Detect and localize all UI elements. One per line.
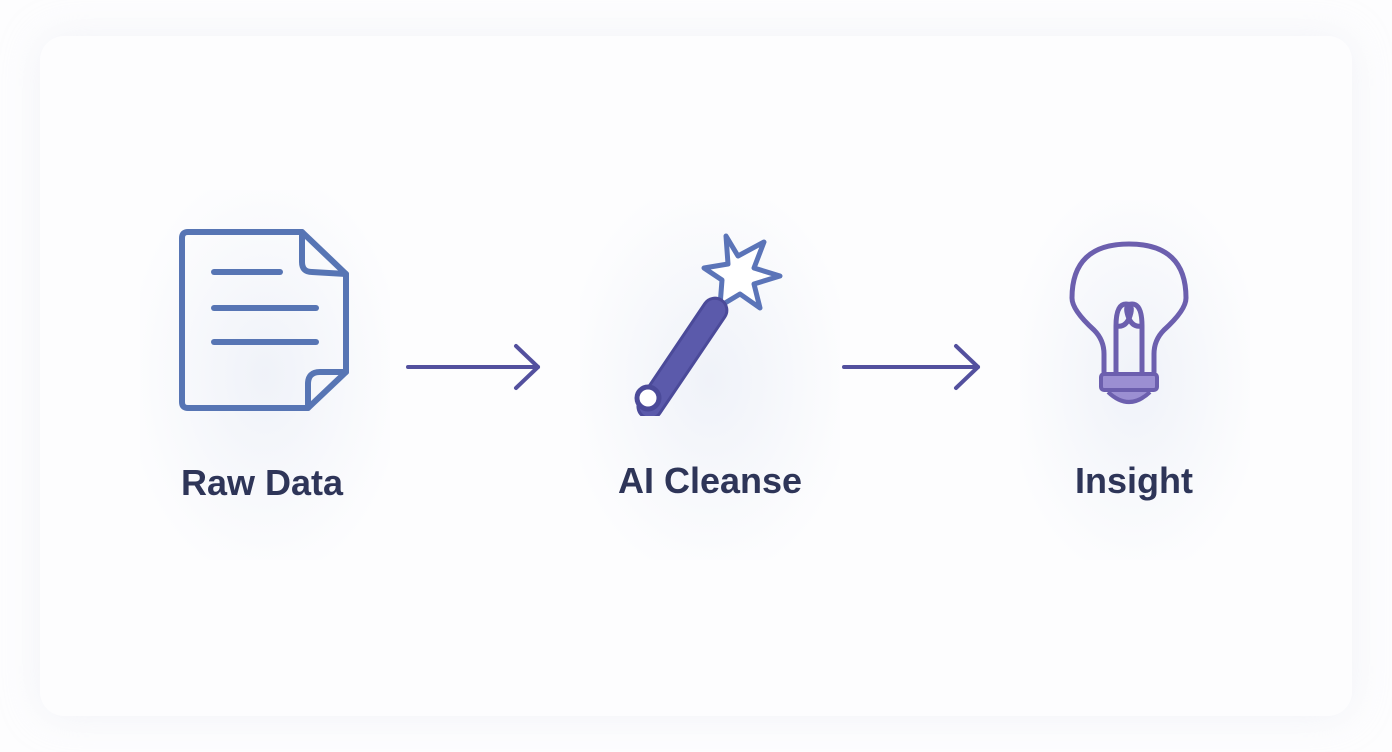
step-label-insight: Insight <box>1075 460 1193 501</box>
document-icon <box>170 222 360 422</box>
ai-cleanse-glow <box>580 200 840 560</box>
lightbulb-icon <box>1064 236 1194 412</box>
arrow-right-icon <box>838 340 986 399</box>
magic-wand-icon <box>628 230 788 416</box>
arrow-right-icon <box>402 340 546 399</box>
step-label-raw-data: Raw Data <box>180 462 344 503</box>
step-label-ai-cleanse: AI Cleanse <box>617 460 803 501</box>
